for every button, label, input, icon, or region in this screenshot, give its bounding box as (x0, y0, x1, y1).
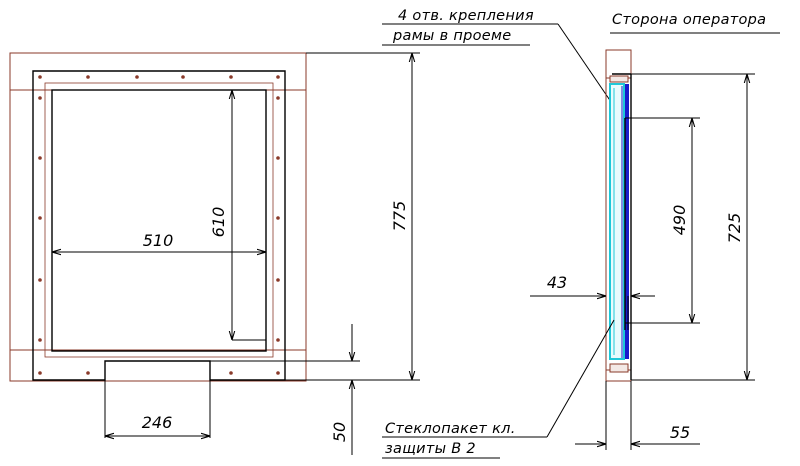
operator-side-title: Сторона оператора (612, 12, 766, 28)
mounting-note-line2: рамы в проеме (392, 28, 511, 44)
dim-43: 43 (547, 273, 567, 292)
dim-725: 725 (725, 213, 744, 244)
dim-490: 490 (670, 205, 689, 236)
mounting-frame (32, 70, 286, 381)
window-opening (51, 89, 267, 352)
side-view: Сторона оператора 4 отв. крепления рамы … (382, 8, 780, 459)
dim-246: 246 (142, 413, 173, 432)
dim-610: 610 (209, 207, 228, 238)
mounting-note-line1: 4 отв. крепления (398, 8, 534, 24)
bottom-tray (104, 361, 211, 438)
outer-frame (9, 52, 307, 382)
mounting-holes (38, 75, 280, 375)
dim-50: 50 (330, 422, 349, 442)
dim-510: 510 (143, 231, 174, 250)
front-view: 510 610 775 246 50 (9, 52, 420, 455)
glass-note-line2: защиты В 2 (385, 441, 476, 457)
dim-55: 55 (670, 423, 690, 442)
dim-775: 775 (390, 201, 409, 232)
glass-note-line1: Стеклопакет кл. (385, 421, 516, 437)
